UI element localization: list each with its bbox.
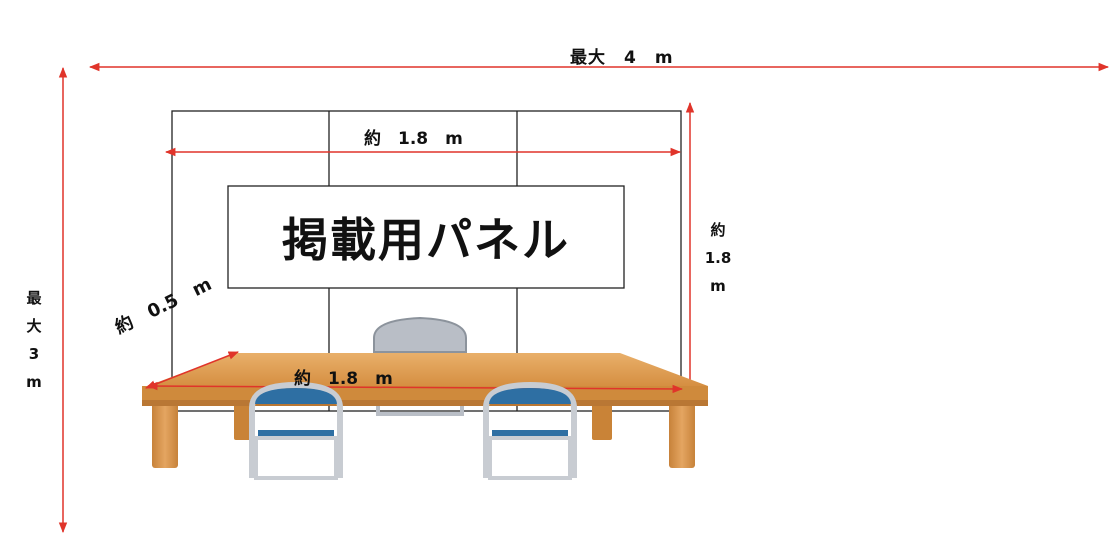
max-height-label-line: 3 xyxy=(28,345,40,363)
front-chair-left xyxy=(249,381,343,480)
table xyxy=(142,353,708,406)
table-leg xyxy=(152,398,178,468)
max-width-label: 最大 4 m xyxy=(570,48,674,68)
table-width-arrow xyxy=(146,381,684,394)
panel-title: 掲載用パネル xyxy=(282,213,570,267)
max-height-label-line: 大 xyxy=(26,317,42,335)
panel-width-label: 約 1.8 m xyxy=(364,129,463,149)
panel-height-label-line: m xyxy=(710,277,726,295)
max-height-label-line: m xyxy=(26,373,42,391)
front-chair-right xyxy=(483,381,577,480)
panel-height-label: 約 1.8 m xyxy=(704,216,732,300)
table-leg xyxy=(669,398,695,468)
table-leg xyxy=(592,398,612,440)
panel-height-label-line: 約 xyxy=(710,221,726,239)
panel-height-label-line: 1.8 xyxy=(704,249,732,267)
max-height-label: 最 大 3 m xyxy=(22,284,46,396)
table-width-label: 約 1.8 m xyxy=(294,369,393,389)
sign-panel xyxy=(227,185,625,289)
max-height-label-line: 最 xyxy=(26,289,42,307)
